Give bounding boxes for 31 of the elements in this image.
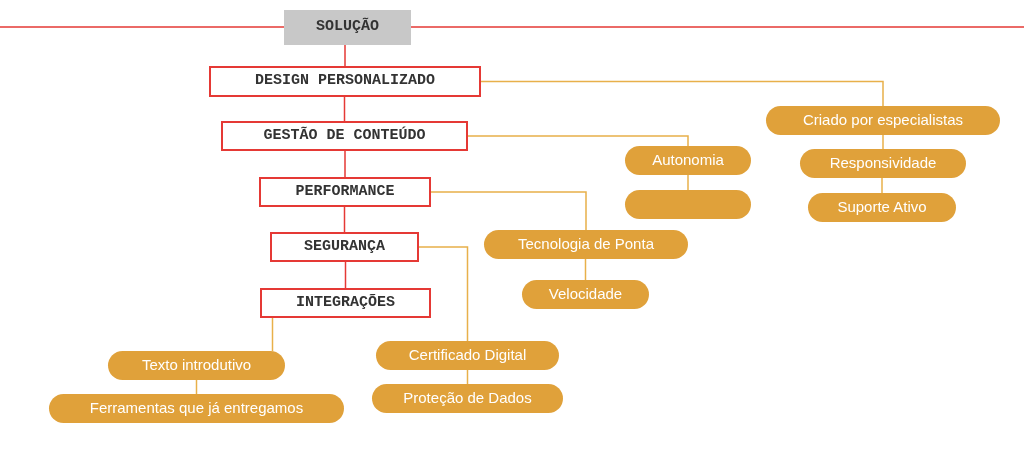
topic-pill: Criado por especialistas <box>766 106 1000 135</box>
topic-pill: Texto introdutivo <box>108 351 285 380</box>
root-box: SOLUÇÃO <box>284 10 411 45</box>
topic-pill: Tecnologia de Ponta <box>484 230 688 259</box>
connector-line <box>271 317 274 352</box>
category-box: DESIGN PERSONALIZADO <box>209 66 481 97</box>
topic-pill: Proteção de Dados <box>372 384 563 413</box>
connector-line <box>343 96 346 122</box>
connector-line <box>480 80 884 107</box>
connector-line <box>882 134 884 150</box>
connector-line <box>467 135 689 147</box>
category-box: SEGURANÇA <box>270 232 419 262</box>
topic-pill: Responsividade <box>800 149 966 178</box>
connector-line <box>584 258 587 281</box>
connector-line <box>881 177 883 194</box>
connector-line <box>344 261 347 289</box>
topic-pill: Suporte Ativo <box>808 193 956 222</box>
connector-line <box>344 44 346 67</box>
category-box: PERFORMANCE <box>259 177 431 207</box>
connector-line <box>344 150 346 178</box>
topic-pill: Velocidade <box>522 280 649 309</box>
category-box: INTEGRAÇÕES <box>260 288 431 318</box>
connector-line <box>343 206 346 233</box>
topic-pill: Certificado Digital <box>376 341 559 370</box>
topic-pill: Ferramentas que já entregamos <box>49 394 344 423</box>
connector-line <box>418 246 469 342</box>
category-box: GESTÃO DE CONTEÚDO <box>221 121 468 151</box>
topic-pill <box>625 190 751 219</box>
topic-pill: Autonomia <box>625 146 751 175</box>
connector-line <box>687 174 689 191</box>
connector-line <box>430 191 587 231</box>
